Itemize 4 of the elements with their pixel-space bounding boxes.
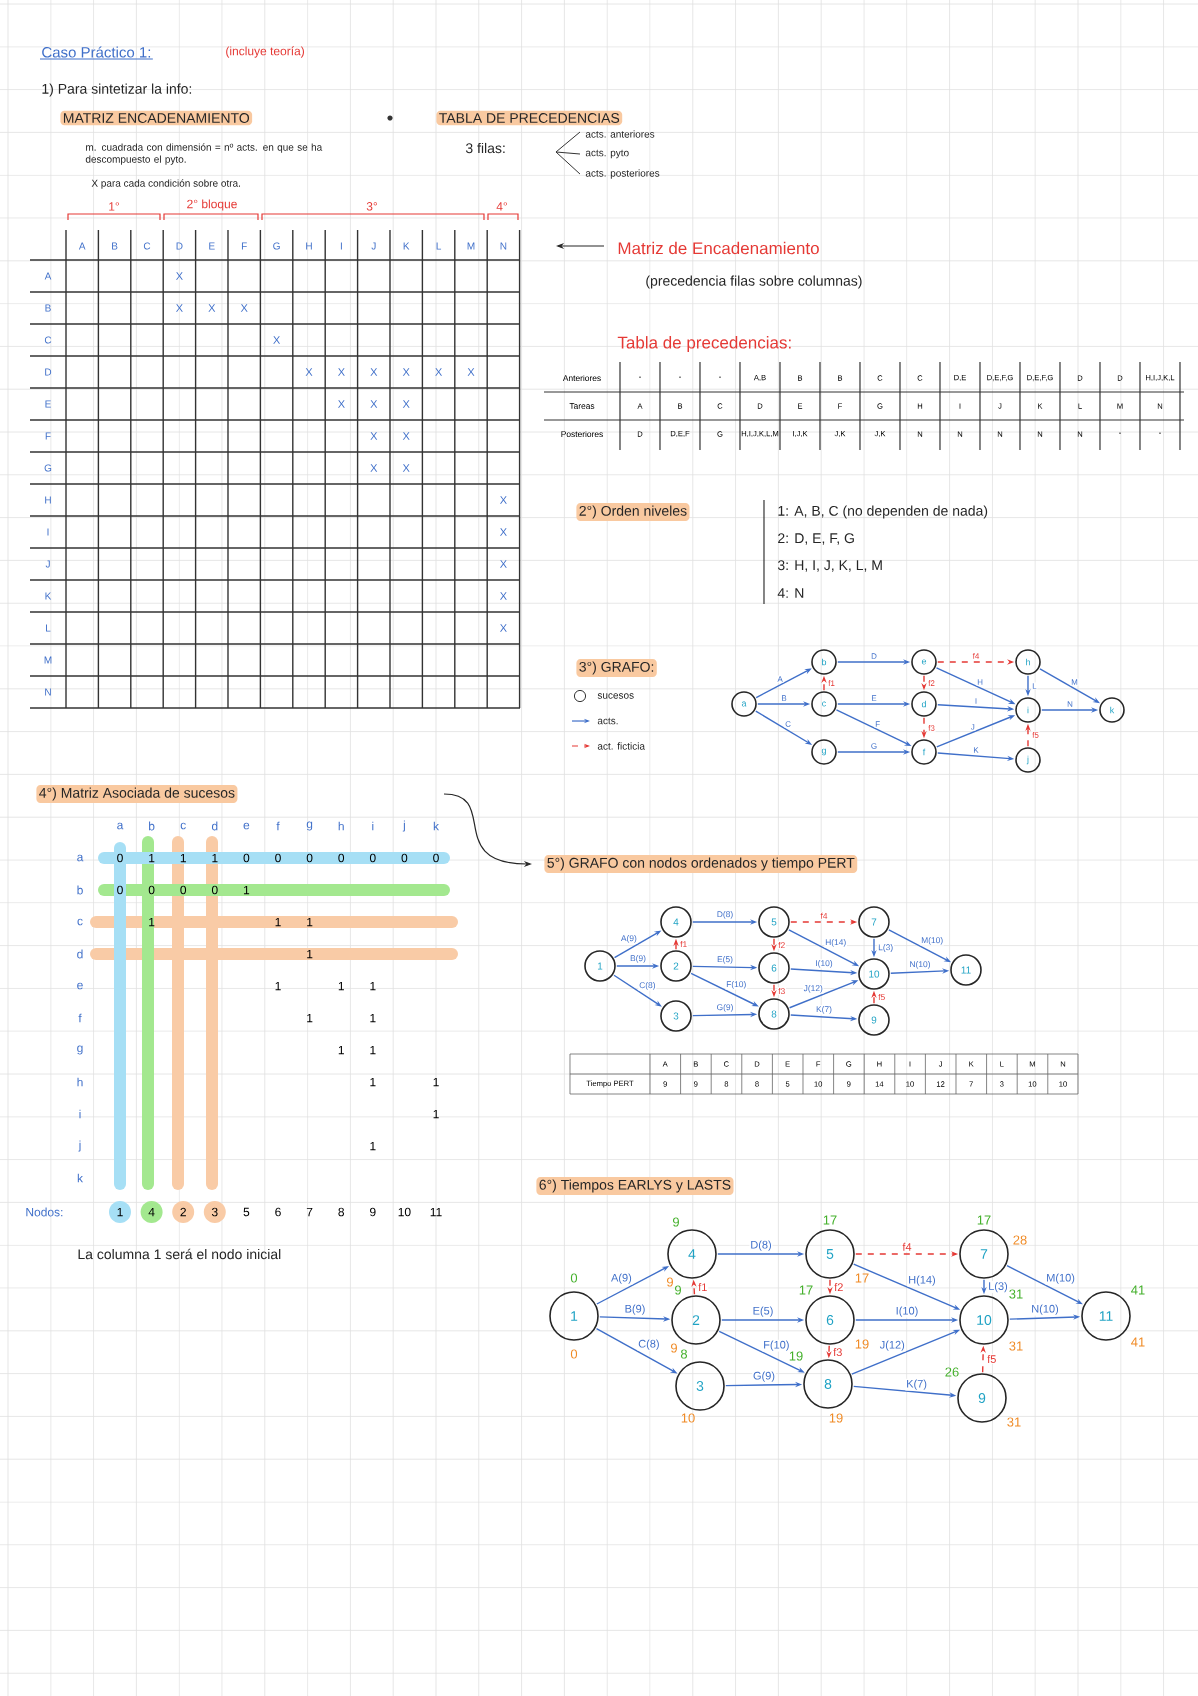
arrow xyxy=(613,974,662,1007)
heading: Matriz de Encadenamiento xyxy=(618,241,819,255)
arrow xyxy=(1006,1265,1083,1305)
heading: Tabla de precedencias: xyxy=(617,336,791,352)
